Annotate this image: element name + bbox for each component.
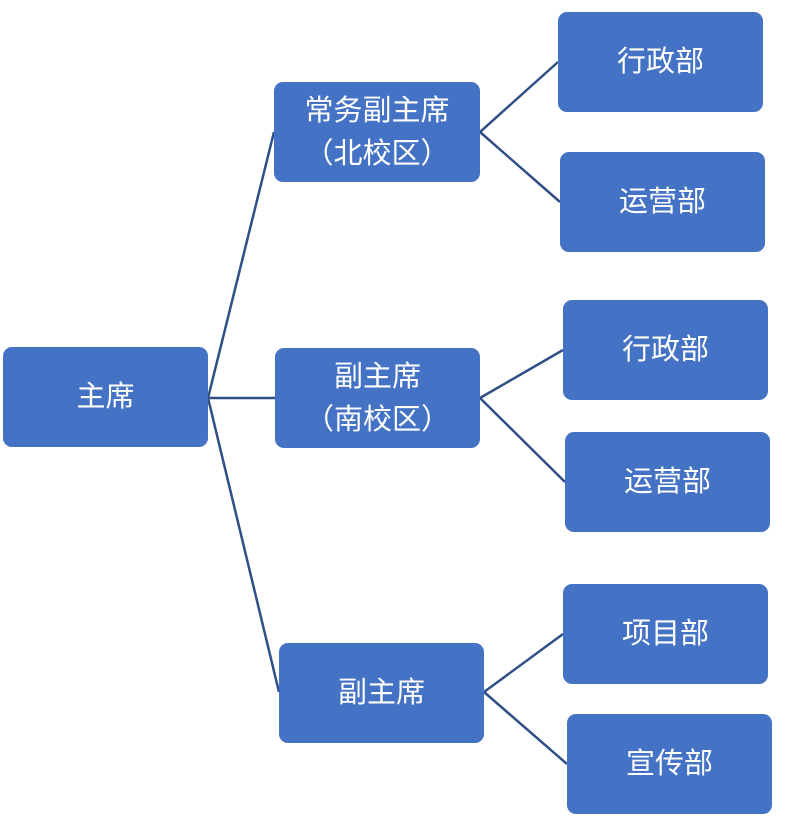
connector-b1-c2 xyxy=(479,131,561,203)
node-project-dept: 项目部 xyxy=(563,584,768,684)
node-label: 宣传部 xyxy=(625,746,713,781)
node-label: 项目部 xyxy=(621,616,709,651)
connector-b1-c1 xyxy=(479,61,559,133)
node-label: 副主席 xyxy=(337,675,425,710)
node-vice-chairman-south: 副主席 （南校区） xyxy=(275,348,480,448)
node-label: 行政部 xyxy=(621,332,709,367)
node-sublabel: （南校区） xyxy=(304,402,450,436)
node-sublabel: （北校区） xyxy=(304,136,450,170)
node-operations-dept-south: 运营部 xyxy=(565,432,770,532)
node-label: 副主席 xyxy=(333,358,421,393)
node-operations-dept-north: 运营部 xyxy=(560,152,765,252)
connector-root-b3 xyxy=(206,397,281,693)
node-label: 运营部 xyxy=(618,184,706,219)
connector-b2-c1 xyxy=(479,348,564,400)
node-label: 运营部 xyxy=(623,464,711,499)
node-chairman: 主席 xyxy=(3,347,208,447)
node-admin-dept-north: 行政部 xyxy=(558,12,763,112)
node-executive-vice-chairman-north: 常务副主席 （北校区） xyxy=(274,82,480,182)
connector-b3-c1 xyxy=(483,632,564,694)
node-admin-dept-south: 行政部 xyxy=(563,300,768,400)
connector-b3-c2 xyxy=(483,691,568,765)
node-label: 主席 xyxy=(76,379,135,414)
connector-root-b1 xyxy=(206,131,276,399)
node-label: 常务副主席 xyxy=(304,92,450,127)
node-vice-chairman: 副主席 xyxy=(279,643,484,743)
connector-b2-c2 xyxy=(479,397,566,483)
node-label: 行政部 xyxy=(616,44,704,79)
node-publicity-dept: 宣传部 xyxy=(567,714,772,814)
